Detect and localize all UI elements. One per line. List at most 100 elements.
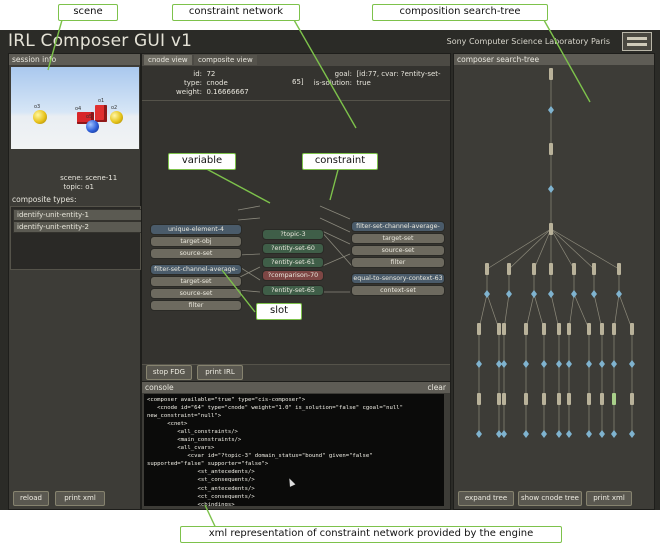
- slot-filter[interactable]: filter: [150, 300, 242, 311]
- clear-button[interactable]: clear: [427, 383, 446, 392]
- reload-button[interactable]: reload: [13, 491, 49, 506]
- tree-node-cnode[interactable]: [542, 393, 546, 405]
- print-xml-button[interactable]: print xml: [55, 491, 105, 506]
- slot-target-obj[interactable]: target-obj: [150, 236, 242, 247]
- tree-node-leaf[interactable]: [616, 290, 622, 298]
- tree-node-leaf[interactable]: [484, 290, 490, 298]
- slot-target-set[interactable]: target-set: [351, 233, 445, 244]
- type-field: type: cnode: [184, 79, 228, 87]
- tree-node-cnode[interactable]: [497, 393, 501, 405]
- constraint-equal-to-sensory-context-63[interactable]: equal-to-sensory-context-63: [351, 273, 445, 284]
- tree-node-leaf[interactable]: [548, 106, 554, 114]
- tree-node-cnode[interactable]: [542, 323, 546, 335]
- tree-node-cnode[interactable]: [477, 323, 481, 335]
- tree-node-cnode[interactable]: [502, 323, 506, 335]
- tree-node-cnode[interactable]: [549, 68, 553, 80]
- tree-node-leaf[interactable]: [501, 360, 507, 368]
- tree-node-cnode[interactable]: [549, 143, 553, 155]
- console-output[interactable]: <composer available="true" type="cis-com…: [144, 394, 444, 506]
- scene-value: scene-11: [85, 174, 118, 182]
- tree-node-cnode[interactable]: [600, 393, 604, 405]
- tree-node-cnode[interactable]: [567, 323, 571, 335]
- tree-node-leaf[interactable]: [496, 360, 502, 368]
- slot-target-set[interactable]: target-set: [150, 276, 242, 287]
- tree-node-leaf[interactable]: [611, 360, 617, 368]
- object-o1: [95, 105, 107, 122]
- slot-source-set[interactable]: source-set: [150, 248, 242, 259]
- tree-node-cnode[interactable]: [567, 393, 571, 405]
- print-irl-button[interactable]: print IRL: [197, 365, 243, 380]
- tree-node-cnode[interactable]: [572, 263, 576, 275]
- list-item[interactable]: identify-unit-entity-1: [13, 209, 142, 221]
- tree-node-leaf[interactable]: [599, 360, 605, 368]
- tree-node-cnode[interactable]: [477, 393, 481, 405]
- constraint-unique-element-4[interactable]: unique-element-4: [150, 224, 242, 235]
- tree-node-leaf[interactable]: [556, 360, 562, 368]
- list-item[interactable]: identify-unit-entity-2: [13, 221, 142, 233]
- slot-filter[interactable]: filter: [351, 257, 445, 268]
- tree-node-leaf[interactable]: [566, 430, 572, 438]
- tree-node-cnode[interactable]: [502, 393, 506, 405]
- tree-node-cnode[interactable]: [557, 393, 561, 405]
- tree-node-cnode[interactable]: [587, 393, 591, 405]
- tree-node-leaf[interactable]: [566, 360, 572, 368]
- tree-node-leaf[interactable]: [629, 360, 635, 368]
- tree-node-leaf[interactable]: [541, 430, 547, 438]
- object-o5: [86, 120, 99, 133]
- tree-node-cnode[interactable]: [497, 323, 501, 335]
- variable-topic-3[interactable]: ?topic-3: [262, 229, 324, 240]
- expand-tree-button[interactable]: expand tree: [458, 491, 514, 506]
- tree-node-cnode[interactable]: [549, 263, 553, 275]
- show-cnode-tree-button[interactable]: show cnode tree: [518, 491, 582, 506]
- tab-composite-view[interactable]: composite view: [194, 55, 257, 65]
- tab-cnode-view[interactable]: cnode view: [144, 55, 192, 65]
- tree-node-cnode[interactable]: [524, 393, 528, 405]
- slot-source-set[interactable]: source-set: [351, 245, 445, 256]
- stop-fdg-button[interactable]: stop FDG: [146, 365, 192, 380]
- tree-node-cnode[interactable]: [612, 393, 616, 405]
- search-tree-header: composer search-tree: [454, 54, 654, 65]
- tree-node-leaf[interactable]: [629, 430, 635, 438]
- tree-node-cnode[interactable]: [507, 263, 511, 275]
- tree-node-leaf[interactable]: [586, 430, 592, 438]
- lab-name: Sony Computer Science Laboratory Paris: [446, 37, 610, 46]
- variable-comparison-70[interactable]: ?comparison-70: [262, 270, 324, 281]
- slot-source-set[interactable]: source-set: [150, 288, 242, 299]
- weight-field: weight: 0.16666667: [176, 88, 249, 96]
- tree-node-leaf[interactable]: [506, 290, 512, 298]
- tree-node-leaf[interactable]: [476, 430, 482, 438]
- print-xml-button[interactable]: print xml: [586, 491, 632, 506]
- tree-node-leaf[interactable]: [476, 360, 482, 368]
- tree-node-leaf[interactable]: [523, 360, 529, 368]
- tree-node-leaf[interactable]: [548, 185, 554, 193]
- tree-node-leaf[interactable]: [548, 290, 554, 298]
- variable-entity-set-61[interactable]: ?entity-set-61: [262, 257, 324, 268]
- variable-entity-set-60[interactable]: ?entity-set-60: [262, 243, 324, 254]
- tree-node-cnode[interactable]: [617, 263, 621, 275]
- tree-node-leaf[interactable]: [599, 430, 605, 438]
- tree-node-cnode[interactable]: [532, 263, 536, 275]
- tree-node-leaf[interactable]: [591, 290, 597, 298]
- tree-node-cnode[interactable]: [630, 393, 634, 405]
- tree-node-leaf[interactable]: [496, 430, 502, 438]
- tree-node-leaf[interactable]: [571, 290, 577, 298]
- tree-node-leaf[interactable]: [523, 430, 529, 438]
- tree-node-cnode[interactable]: [612, 323, 616, 335]
- tree-node-leaf[interactable]: [556, 430, 562, 438]
- tree-node-cnode[interactable]: [549, 223, 553, 235]
- tree-node-cnode[interactable]: [524, 323, 528, 335]
- tree-node-leaf[interactable]: [531, 290, 537, 298]
- tree-node-leaf[interactable]: [611, 430, 617, 438]
- tree-node-leaf[interactable]: [586, 360, 592, 368]
- tree-node-cnode[interactable]: [557, 323, 561, 335]
- tree-node-cnode[interactable]: [485, 263, 489, 275]
- tree-node-leaf[interactable]: [541, 360, 547, 368]
- tree-node-cnode[interactable]: [587, 323, 591, 335]
- search-tree[interactable]: [454, 54, 654, 474]
- variable-entity-set-65[interactable]: ?entity-set-65: [262, 285, 324, 296]
- tree-node-cnode[interactable]: [592, 263, 596, 275]
- tree-node-cnode[interactable]: [630, 323, 634, 335]
- tree-node-cnode[interactable]: [600, 323, 604, 335]
- slot-context-set[interactable]: context-set: [351, 285, 445, 296]
- tree-node-leaf[interactable]: [501, 430, 507, 438]
